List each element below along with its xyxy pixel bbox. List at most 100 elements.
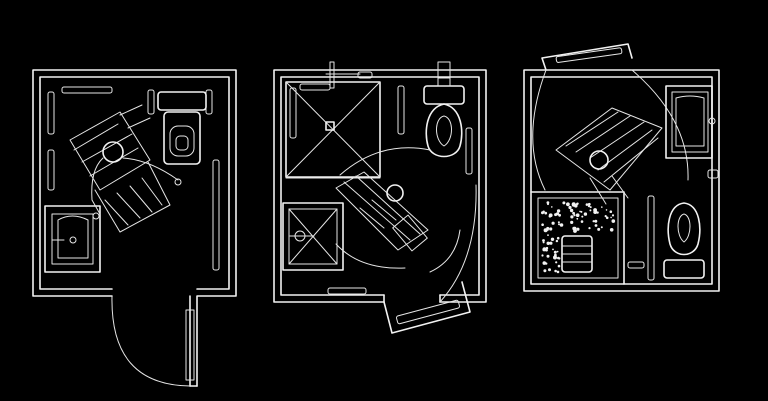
shower-dot [548, 268, 551, 272]
shower-dot [558, 213, 561, 217]
shower-dot [575, 213, 580, 217]
shower-dot [580, 220, 584, 223]
plan-1-walls [32, 69, 237, 387]
shower-dot [576, 227, 580, 231]
plan-1 [32, 69, 237, 387]
shower-dot [576, 202, 579, 206]
shower-dot [593, 210, 598, 215]
shower-dot [556, 236, 560, 240]
shower-dot [609, 210, 613, 213]
shower-dot [587, 202, 591, 206]
shower-dot [571, 202, 576, 207]
plan-3-toilet-icon [663, 202, 705, 279]
shower-dot [572, 211, 575, 215]
shower-dot [551, 206, 553, 208]
plan-2-door-swing [383, 184, 477, 334]
shower-dot [605, 209, 608, 211]
shower-dot [541, 223, 544, 226]
plan-3-shower-seat [561, 235, 593, 273]
shower-dot [556, 250, 559, 253]
shower-dot [569, 208, 574, 213]
shower-dot [555, 212, 560, 216]
shower-dot [544, 211, 548, 215]
shower-dot [610, 216, 612, 219]
shower-dot [541, 211, 544, 215]
shower-dot [541, 254, 544, 257]
shower-dot [548, 215, 552, 218]
shower-dot [552, 248, 554, 251]
plan-2 [273, 61, 487, 334]
shower-dot [594, 224, 598, 227]
shower-dot [546, 228, 549, 231]
shower-dot [553, 250, 557, 254]
plan-1-door-swing [111, 295, 195, 387]
shower-dot [542, 241, 545, 244]
shower-dot [542, 239, 545, 242]
shower-dot [559, 223, 564, 227]
shower-dot [551, 221, 555, 225]
shower-dot [600, 226, 603, 229]
shower-dot [570, 220, 574, 224]
shower-dot [549, 241, 553, 245]
plan-2-walls [273, 69, 487, 303]
shower-dot [555, 239, 559, 243]
shower-dot [609, 228, 614, 232]
plan-1-basin-icon [44, 205, 101, 273]
shower-dot [542, 247, 547, 252]
plan-2-basin-icon [282, 202, 344, 271]
shower-dot [589, 206, 592, 209]
shower-dot [549, 227, 553, 231]
plan-3-grab-bars [627, 195, 655, 281]
plan-3-basin-icon [665, 85, 719, 179]
shower-dot [553, 255, 557, 260]
shower-dot [546, 241, 550, 245]
shower-dot [579, 210, 581, 213]
shower-dot [562, 201, 566, 205]
shower-dot [557, 264, 561, 268]
shower-dot [547, 234, 549, 237]
plan-2-turning-circle [285, 147, 461, 273]
shower-dot [580, 210, 583, 213]
plan-3 [523, 43, 720, 292]
shower-dot [555, 261, 558, 264]
shower-dot [601, 206, 603, 208]
plan-2-toilet-icon [423, 61, 465, 158]
plan-2-grab-bars [325, 61, 473, 295]
plan-3-wheelchair-icon [555, 107, 663, 205]
shower-dot [605, 216, 609, 220]
shower-dot [589, 209, 592, 212]
shower-dot [604, 215, 607, 218]
shower-dot [546, 254, 550, 258]
plan-2-shower-area [285, 81, 381, 178]
shower-dot [587, 205, 591, 208]
shower-dot [583, 212, 588, 216]
shower-dot [554, 253, 557, 257]
shower-dot [554, 269, 557, 273]
shower-dot [550, 237, 555, 241]
shower-dot [581, 215, 584, 218]
shower-dot [556, 209, 561, 213]
shower-dot [542, 261, 547, 265]
shower-dot [557, 221, 560, 224]
shower-dot [611, 214, 615, 217]
plan-2-wheelchair-icon [335, 171, 429, 252]
shower-dot [543, 269, 547, 273]
shower-dot [547, 203, 549, 206]
shower-dot [566, 202, 570, 207]
shower-dot [588, 227, 591, 230]
shower-dot [592, 220, 595, 223]
plan-3-shower-dots [541, 201, 616, 274]
shower-dot [572, 226, 576, 231]
shower-dot [585, 203, 589, 206]
plan-1-toilet-icon [157, 91, 207, 165]
shower-dot [558, 257, 561, 260]
shower-dot [570, 215, 574, 219]
shower-dot [543, 228, 548, 233]
plan-1-wheelchair-icon [69, 104, 182, 233]
shower-dot [568, 205, 572, 210]
shower-dot [556, 270, 560, 274]
shower-dot [545, 246, 549, 250]
shower-dot [597, 227, 601, 231]
shower-dot [594, 219, 598, 223]
